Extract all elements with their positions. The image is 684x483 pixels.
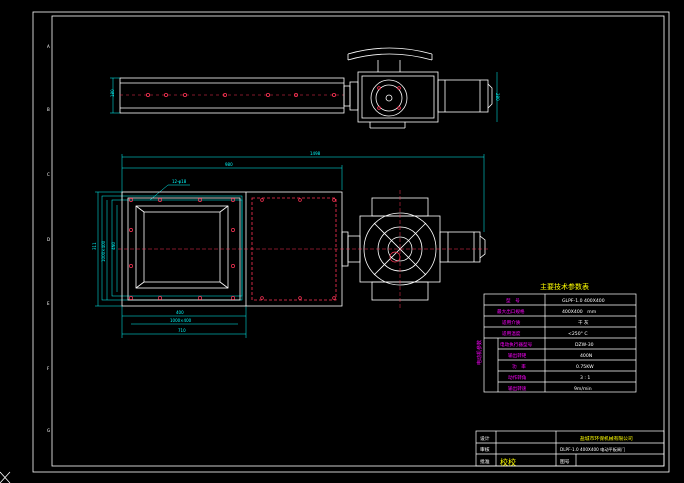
top-view-dims bbox=[110, 72, 498, 122]
front-inner-dim: 980 bbox=[225, 162, 233, 167]
hole-note: 12-φ18 bbox=[172, 179, 187, 184]
spec-value-7: 3 : 1 bbox=[580, 375, 590, 381]
spec-rows: 型 号 GLPF-1.0 400X400 最大出口规格 400X400 mm 适… bbox=[497, 297, 605, 392]
spec-label-4: 电动执行器型号 bbox=[500, 341, 533, 348]
title-company: 盐城市环保机械有限公司 bbox=[580, 435, 633, 442]
corner-marks bbox=[0, 471, 11, 483]
title-drawing-name: DLPF-1.0 400X400 电动平板闸门 bbox=[560, 446, 625, 453]
spec-label-0: 型 号 bbox=[506, 297, 520, 304]
spec-value-3: <250° C bbox=[568, 331, 588, 337]
bottom-dim-3: 710 bbox=[178, 328, 186, 333]
spec-group-label: 电动机参数 bbox=[476, 340, 483, 365]
spec-label-2: 适用介质 bbox=[502, 319, 521, 326]
front-view-opening bbox=[135, 205, 229, 289]
title-collate: 校校 bbox=[500, 457, 516, 467]
spec-label-8: 输出转速 bbox=[508, 385, 527, 392]
spec-table bbox=[483, 293, 637, 393]
top-view-gearbox bbox=[357, 71, 439, 123]
drawing-frame bbox=[32, 11, 670, 473]
title-figure-no: 图号 bbox=[560, 459, 570, 465]
spec-value-5: 400N bbox=[580, 353, 592, 359]
spec-label-5: 输出转矩 bbox=[508, 352, 527, 359]
left-dim-2: 1000×400 bbox=[101, 240, 106, 262]
top-view-height-dim: 180 bbox=[110, 89, 115, 97]
top-view bbox=[119, 47, 493, 129]
title-check: 审核 bbox=[480, 446, 490, 453]
spec-value-2: 干 灰 bbox=[578, 319, 589, 326]
front-view-motor bbox=[439, 231, 481, 263]
border-letter-f: F bbox=[47, 366, 50, 371]
spec-table-title: 主要技术参数表 bbox=[540, 282, 589, 291]
border-letter-c: C bbox=[47, 172, 50, 177]
spec-value-4: DZW-30 bbox=[575, 342, 594, 348]
bottom-dim-1: 400 bbox=[176, 310, 184, 315]
top-view-motor bbox=[437, 79, 489, 113]
left-dim-1: 311 bbox=[92, 242, 97, 250]
border-letter-g: G bbox=[47, 428, 50, 433]
title-approve: 批准 bbox=[480, 458, 490, 465]
spec-value-0: GLPF-1.0 400X400 bbox=[562, 298, 605, 304]
border-letter-b: B bbox=[47, 107, 50, 112]
top-view-side-dim: 280 bbox=[495, 93, 500, 101]
spec-label-3: 适用温度 bbox=[502, 330, 521, 337]
left-dim-3: 4N0 bbox=[111, 241, 116, 250]
spec-value-1: 400X400 mm bbox=[562, 309, 597, 315]
border-letters: A B C D E F G bbox=[47, 44, 50, 433]
border-letter-d: D bbox=[47, 237, 50, 242]
border-letter-a: A bbox=[47, 44, 50, 49]
title-design: 设计 bbox=[480, 435, 490, 442]
front-view-bolts bbox=[129, 198, 401, 300]
title-block bbox=[475, 430, 665, 467]
spec-label-7: 动作转角 bbox=[508, 374, 527, 381]
spec-label-1: 最大出口规格 bbox=[497, 308, 525, 315]
border-letter-e: E bbox=[47, 301, 50, 306]
bottom-dim-2: 1000×400 bbox=[170, 318, 192, 323]
spec-value-6: 0.75KW bbox=[576, 364, 594, 370]
front-view-dims bbox=[95, 154, 485, 338]
front-overall-dim: 1498 bbox=[310, 151, 321, 156]
spec-value-8: 9m/min bbox=[574, 386, 592, 392]
spec-label-6: 功 率 bbox=[512, 363, 526, 370]
title-block-text: 设计 审核 批准 校校 盐城市环保机械有限公司 DLPF-1.0 400X400… bbox=[480, 435, 633, 467]
